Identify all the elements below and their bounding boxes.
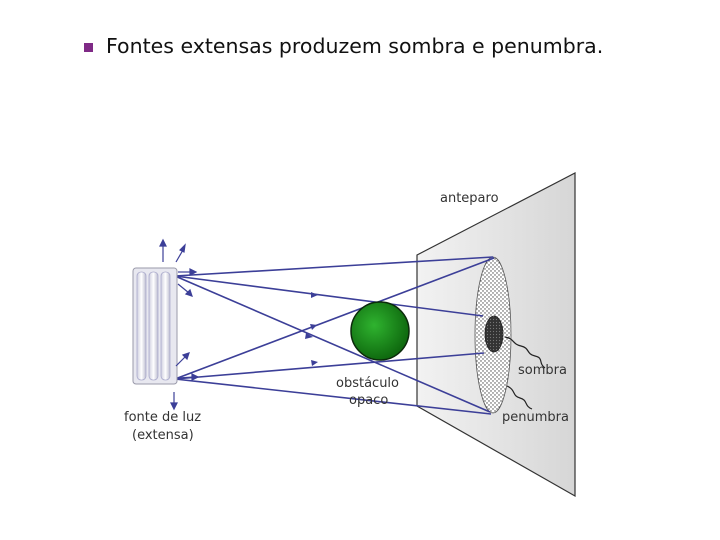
obstacle-label-line1: obstáculo xyxy=(336,376,399,391)
screen-label: anteparo xyxy=(440,191,499,206)
obstacle-label-line2: opaco xyxy=(349,393,388,408)
light-source-fixture xyxy=(133,268,177,384)
shadow-label: sombra xyxy=(518,363,567,378)
shadow-region xyxy=(485,316,503,352)
penumbra-label: penumbra xyxy=(502,410,569,425)
light-source-label-line2: (extensa) xyxy=(132,428,194,443)
ray-arrow-2 xyxy=(310,324,317,330)
ray-arrow-4 xyxy=(311,360,318,366)
opaque-obstacle-sphere xyxy=(351,302,409,360)
light-source-label-line1: fonte de luz xyxy=(124,410,201,425)
ray-arrow-1 xyxy=(311,292,318,298)
